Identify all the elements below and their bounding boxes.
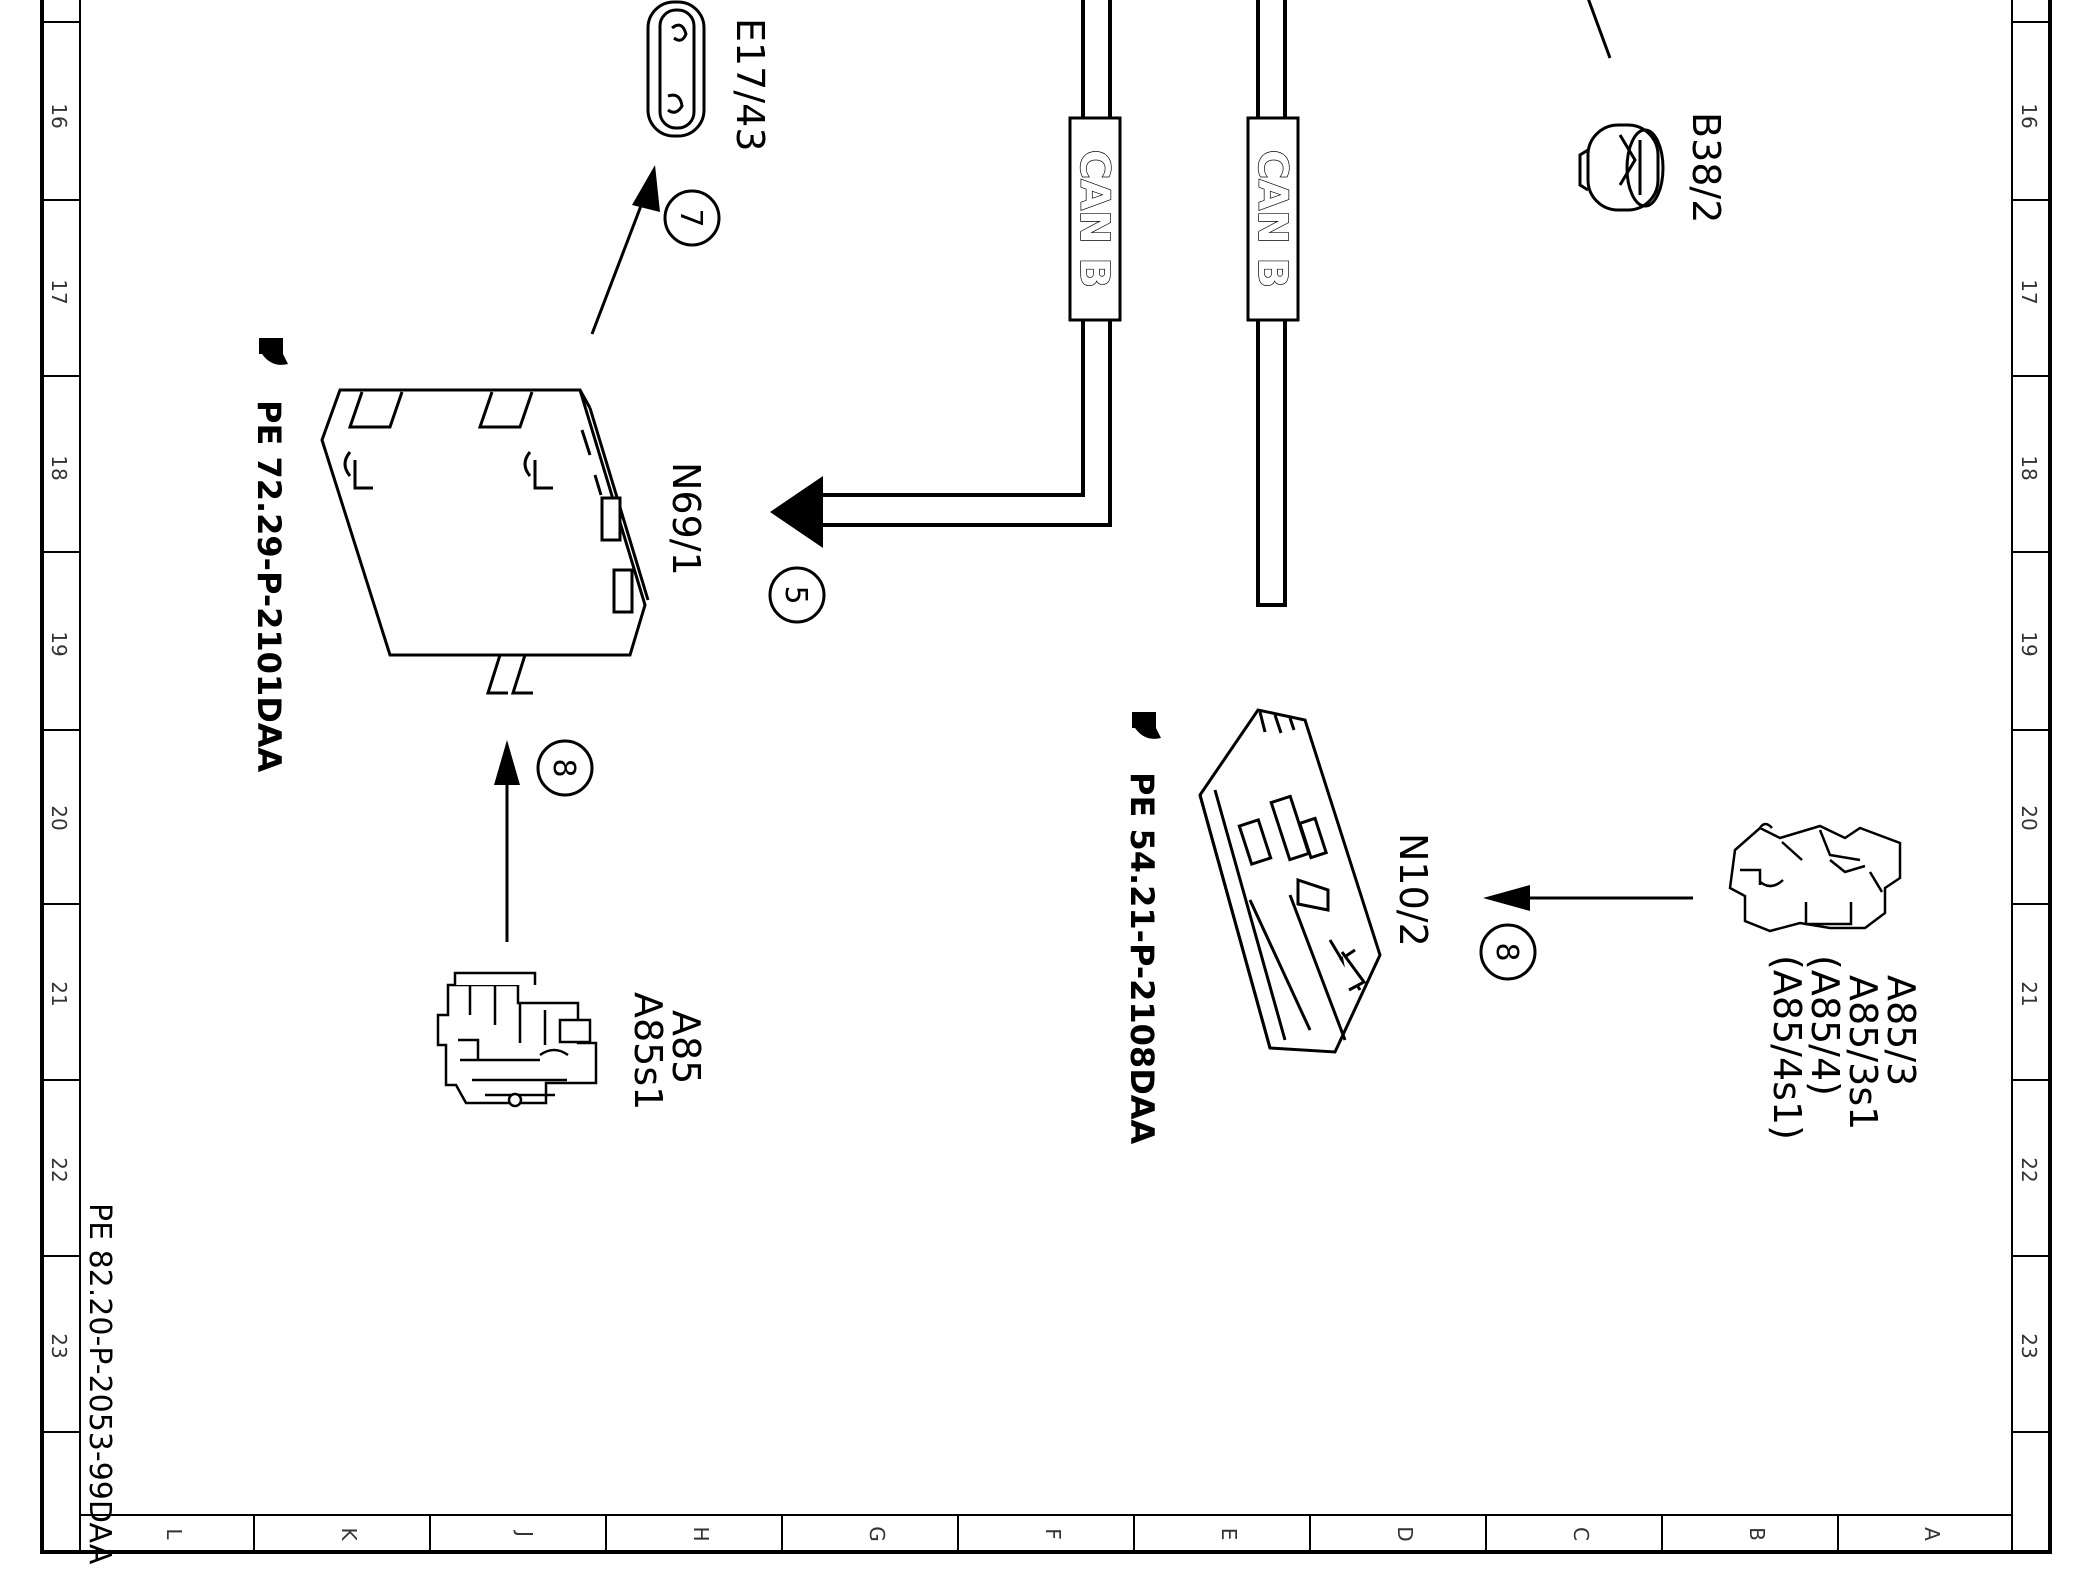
callout-8-right: 8 [1479,923,1537,981]
n10-2-module [1198,708,1382,1054]
ruler-row-label: 16 [2017,103,2041,128]
can-bus-line-left [820,0,1112,527]
ruler-row-label: 18 [2017,455,2041,480]
ruler-column-label: C [1569,1527,1593,1541]
callout-5-text: 5 [778,585,813,604]
ruler-column-label: F [1041,1528,1065,1540]
ruler-column-label: H [689,1526,713,1541]
ruler-row-label: 20 [2017,805,2041,830]
ruler-row-label: 22 [47,1157,71,1182]
arrow-to-n69-1 [770,476,823,548]
ruler-row-label: 23 [2017,1333,2041,1358]
a85-3s1-label: A85/3s1 [1841,975,1885,1130]
a85s1-label: A85s1 [626,992,670,1110]
ruler-row-label: 21 [47,981,71,1006]
ruler-row-label: 19 [47,631,71,656]
b38-2-label: B38/2 [1684,112,1728,223]
ruler-row-label: 17 [2017,279,2041,304]
ruler-row-labels-left: 16 17 18 19 20 21 22 23 [47,103,71,1358]
ruler-row-labels-right: 16 17 18 19 20 21 22 23 [2017,103,2041,1358]
can-b-label-box-right: CAN B [1246,116,1300,322]
pointing-hand-icon [1132,712,1161,739]
n69-1-module [320,388,650,695]
a85-3-actuator [1728,822,1902,933]
ruler-row-label: 19 [2017,631,2041,656]
a85-4-label: (A85/4) [1803,955,1847,1096]
a85-label: A85 [664,1010,708,1084]
arrow-to-n69-1-from-a85 [494,740,520,942]
ruler-column-label: K [337,1527,361,1541]
footer-code: PE 82.20-P-2053-99DAA [82,1203,117,1565]
can-b-label-left: CAN B [1071,150,1117,288]
ruler-column-label: L [162,1528,186,1540]
drawing-frame [40,0,2052,1554]
ruler-row-label: 17 [47,279,71,304]
ruler-row-label: 23 [47,1333,71,1358]
callout-8-left: 8 [536,739,594,797]
callout-7: 7 [663,189,721,247]
arrow-to-e17-43 [590,165,660,335]
ruler-column-label: E [1217,1528,1241,1541]
a85-3-label: A85/3 [1879,975,1923,1086]
can-b-label-right: CAN B [1249,150,1295,288]
n69-1-reference: PE 72.29-P-2101DAA [250,338,288,773]
ruler-row-label: 22 [2017,1157,2041,1182]
ruler-column-label: A [1920,1527,1944,1541]
ruler-row-label: 16 [47,103,71,128]
ruler-column-label: J [513,1529,537,1537]
callout-7-text: 7 [673,208,708,227]
a85-4s1-label: (A85/4s1) [1765,955,1809,1140]
ruler-row-label: 18 [47,455,71,480]
callout-5: 5 [768,566,826,624]
ruler-ticks [42,21,2050,1552]
ruler-row-label: 21 [2017,981,2041,1006]
n10-2-label: N10/2 [1391,833,1435,947]
ruler-column-label: B [1745,1527,1769,1541]
n69-1-label: N69/1 [664,462,708,576]
ruler-column-label: G [865,1526,889,1542]
ruler-row-label: 20 [47,805,71,830]
n10-2-reference: PE 54.21-P-2108DAA [1123,712,1161,1145]
pointing-hand-icon [259,338,288,365]
e17-43-label: E17/43 [728,18,772,152]
callout-8-right-text: 8 [1489,942,1524,961]
ruler-column-label: D [1393,1526,1417,1541]
b38-2-sensor [1578,0,1665,212]
n10-2-reference-text: PE 54.21-P-2108DAA [1123,772,1161,1145]
callout-8-left-text: 8 [546,758,581,777]
n69-1-reference-text: PE 72.29-P-2101DAA [250,400,288,773]
arrow-to-n10-2 [1483,885,1693,911]
a85-actuator [436,971,598,1108]
can-b-label-box-left: CAN B [1068,116,1122,322]
e17-43-lamp [646,0,706,138]
